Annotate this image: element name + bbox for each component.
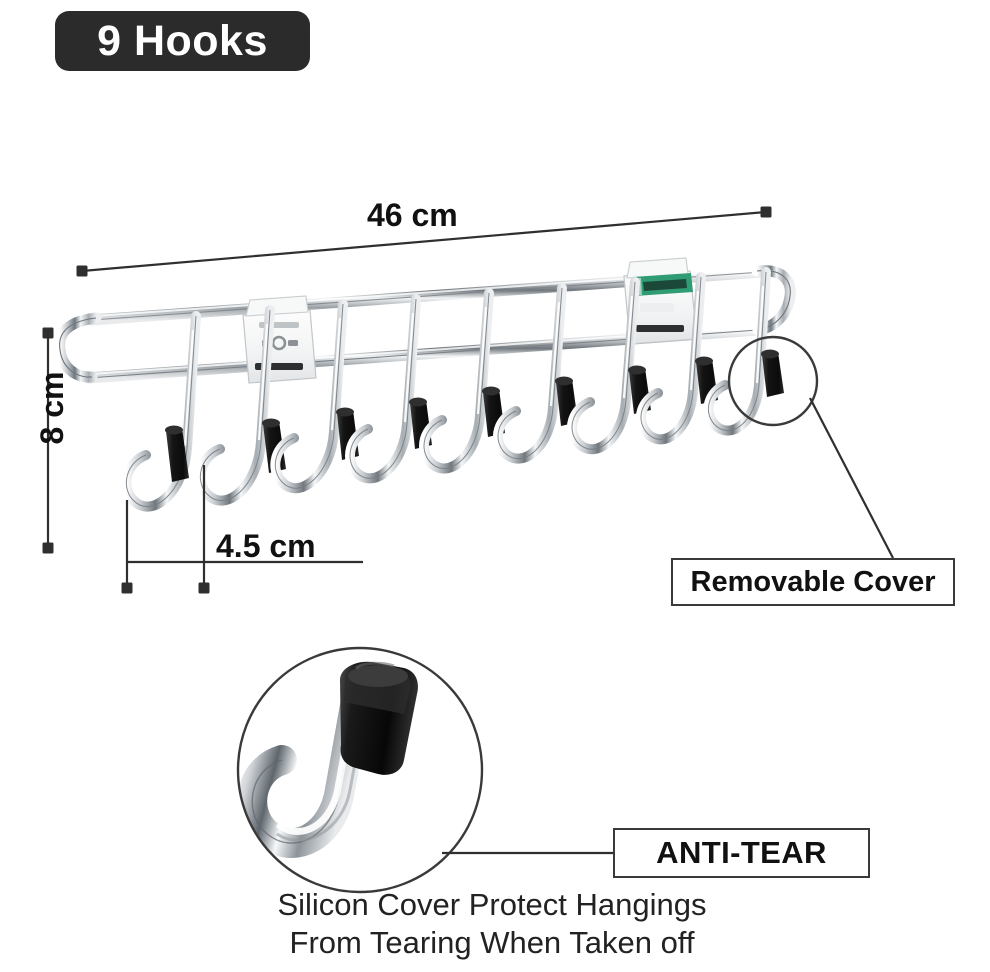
mounting-plate-left <box>242 295 317 384</box>
feature-description-line-2: From Tearing When Taken off <box>289 924 695 960</box>
removable-cover-zoom-circle <box>727 335 819 427</box>
hook-7 <box>567 277 651 455</box>
hook-spacing-dimension-label: 4.5 cm <box>216 528 316 564</box>
hook-5 <box>419 288 505 474</box>
hook-8 <box>636 272 718 445</box>
removable-cover-callout: Removable Cover <box>671 558 955 606</box>
hooks-count-label: 9 Hooks <box>97 16 268 65</box>
length-dimension-label: 46 cm <box>367 197 458 233</box>
hook-2 <box>195 305 286 506</box>
anti-tear-callout: ANTI-TEAR <box>613 828 870 878</box>
removable-cover-label: Removable Cover <box>690 565 936 598</box>
height-dimension-label: 8 cm <box>34 371 70 445</box>
hook-1 <box>121 311 201 512</box>
hook-rail-assembly <box>54 257 796 512</box>
feature-description-line-1: Silicon Cover Protect Hangings <box>277 887 707 922</box>
hooks-count-badge: 9 Hooks <box>55 11 310 71</box>
removable-cover-leader <box>809 397 894 559</box>
hook-3 <box>270 299 359 493</box>
mounting-plate-right <box>623 257 698 345</box>
hook-detail-magnifier <box>236 646 484 894</box>
anti-tear-label: ANTI-TEAR <box>656 835 827 870</box>
hook-4 <box>345 294 432 484</box>
hook-9 <box>703 267 784 436</box>
hook-6 <box>493 283 578 464</box>
product-sticker <box>633 273 693 296</box>
feature-description: Silicon Cover Protect Hangings From Tear… <box>0 886 990 962</box>
